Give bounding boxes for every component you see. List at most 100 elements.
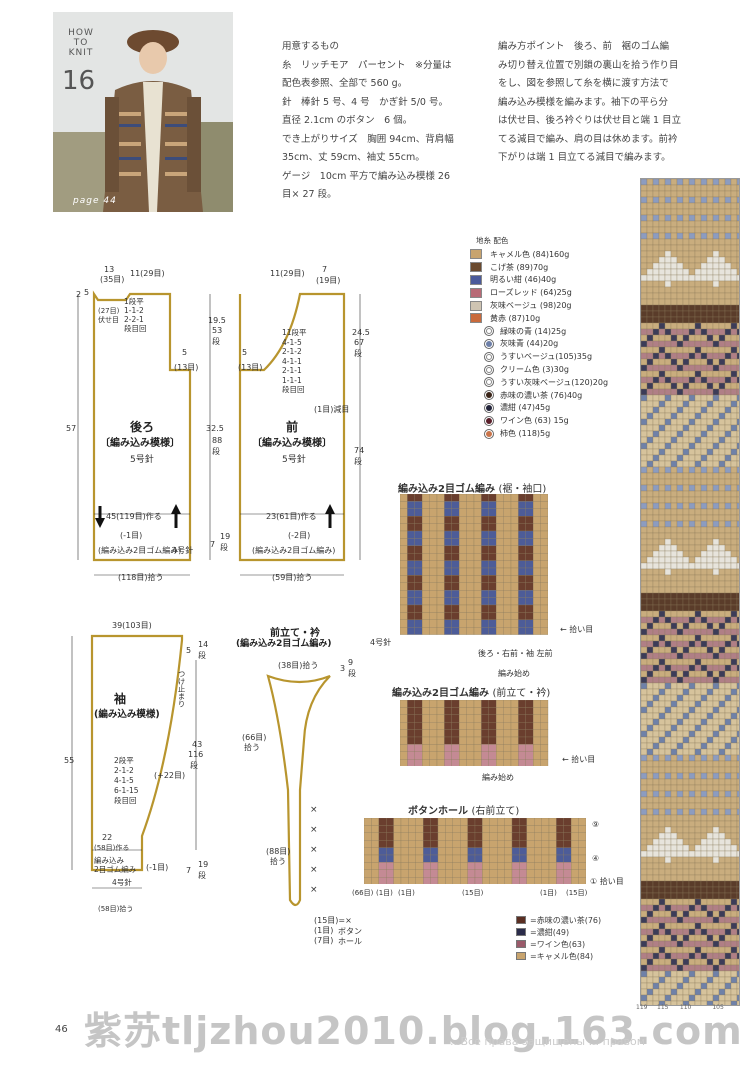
chart-cell: [482, 818, 490, 826]
chart-cell: [718, 916, 726, 924]
chart-cell: [688, 484, 696, 492]
chart-cell: [700, 406, 708, 414]
chart-cell: [706, 232, 714, 240]
chart-cell: [460, 825, 468, 833]
chart-cell: [730, 784, 738, 792]
chart-cell: [422, 707, 430, 715]
chart-cell: [724, 190, 732, 198]
chart-cell: [652, 862, 660, 870]
chart-cell: [712, 742, 720, 750]
band-h9: 9: [348, 658, 354, 667]
chart-cell: [676, 682, 684, 690]
chart-cell: [676, 202, 684, 210]
chart-cell: [664, 586, 672, 594]
chart-cell: [712, 886, 720, 894]
chart-cell: [658, 826, 666, 834]
back-cast-on: 45(119目)作る: [106, 512, 162, 521]
chart-cell: [658, 940, 666, 948]
chart-cell: [706, 652, 714, 660]
chart-cell: [730, 256, 738, 264]
chart-cell: [510, 530, 519, 539]
chart-cell: [641, 388, 648, 396]
chart-cell: [664, 472, 672, 480]
chart-cell: [700, 688, 708, 696]
chart-cell: [724, 424, 732, 432]
chart-cell: [488, 700, 497, 708]
chart-cell: [571, 825, 579, 833]
chart-cell: [510, 714, 519, 723]
chart-cell: [694, 544, 702, 552]
chart-cell: [730, 766, 738, 774]
chart-cell: [400, 567, 408, 576]
chart-cell: [646, 844, 654, 852]
chart-cell: [466, 707, 475, 715]
chart-cell: [736, 304, 739, 312]
chart3-grid: [364, 818, 586, 884]
chart-cell: [670, 982, 678, 990]
chart-cell: [712, 688, 720, 696]
chart-cell: [664, 394, 672, 402]
chart-cell: [688, 298, 696, 306]
chart-cell: [452, 862, 461, 870]
chart-cell: [664, 226, 672, 234]
chart-cell: [736, 778, 739, 786]
chart-cell: [706, 220, 714, 228]
chart-cell: [730, 688, 738, 696]
chart-cell: [646, 520, 654, 528]
chart-cell: [670, 694, 678, 702]
chart-cell: [652, 274, 660, 282]
chart-cell: [724, 568, 732, 576]
chart-cell: [658, 706, 666, 714]
chart-cell: [652, 544, 660, 552]
chart-cell: [700, 952, 708, 960]
chart-cell: [724, 580, 732, 588]
chart-cell: [694, 310, 702, 318]
chart-cell: [658, 730, 666, 738]
chart-cell: [682, 508, 690, 516]
chart-cell: [694, 640, 702, 648]
chart-cell: [712, 988, 720, 996]
chart-cell: [510, 508, 519, 517]
chart-cell: [503, 567, 512, 576]
chart-cell: [658, 418, 666, 426]
chart-cell: [682, 922, 690, 930]
chart-cell: [682, 316, 690, 324]
chart-cell: [736, 454, 739, 462]
chart-cell: [664, 646, 672, 654]
chart-cell: [688, 628, 696, 636]
chart-cell: [641, 622, 648, 630]
chart-cell: [408, 869, 416, 878]
chart-cell: [641, 418, 648, 426]
chart-cell: [736, 808, 739, 816]
chart-cell: [724, 730, 732, 738]
chart-cell: [688, 532, 696, 540]
chart-cell: [688, 712, 696, 720]
chart-cell: [676, 610, 684, 618]
chart-cell: [730, 742, 738, 750]
chart-cell: [688, 694, 696, 702]
chart-cell: [694, 676, 702, 684]
chart-cell: [444, 508, 452, 517]
chart-cell: [658, 394, 666, 402]
chart-cell: [736, 472, 739, 480]
chart-cell: [730, 676, 738, 684]
chart-cell: [652, 394, 660, 402]
chart-cell: [496, 582, 504, 591]
chart-cell: [706, 598, 714, 606]
chart-cell: [400, 729, 408, 738]
chart-cell: [694, 460, 702, 468]
chart-cell: [688, 802, 696, 810]
chart-cell: [664, 202, 672, 210]
chart-cell: [664, 916, 672, 924]
symbol-label: =ワイン色(63): [530, 939, 586, 949]
chart-cell: [652, 316, 660, 324]
chart-cell: [682, 850, 690, 858]
chart-cell: [694, 490, 702, 498]
chart-cell: [540, 538, 548, 546]
chart-cell: [694, 946, 702, 954]
back-neck-dim: 2: [76, 290, 82, 299]
chart-cell: [641, 934, 648, 942]
chart-cell: [724, 628, 732, 636]
chart-cell: [718, 814, 726, 822]
